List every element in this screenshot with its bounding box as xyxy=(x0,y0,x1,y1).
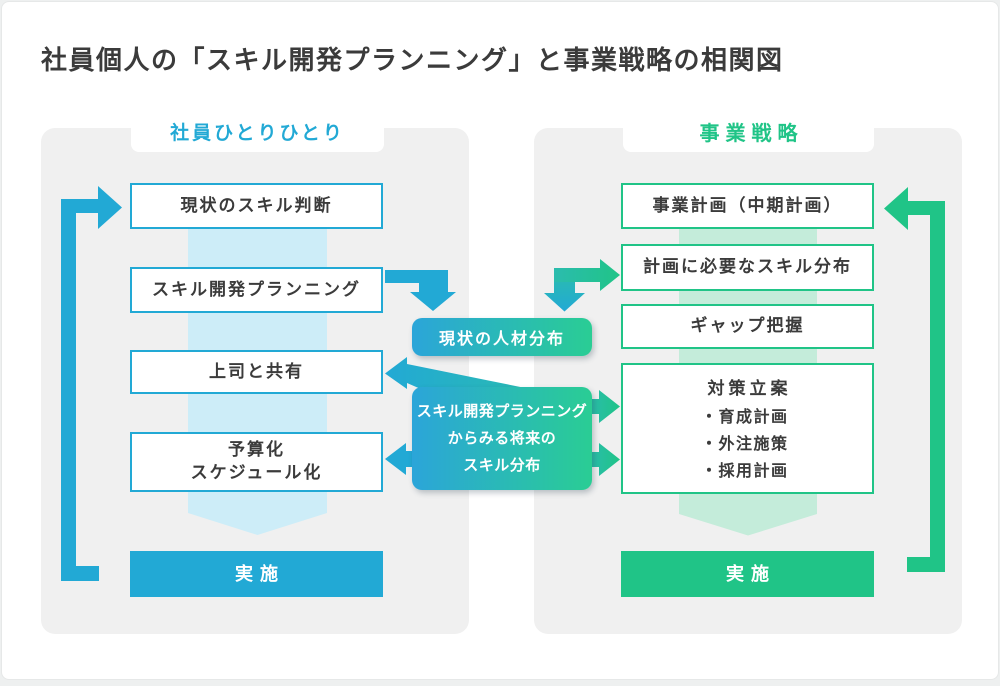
future-box-line3: スキル分布 xyxy=(463,457,541,474)
employee-panel-header-label: 社員ひとりひとり xyxy=(170,123,345,144)
strategy-panel-header: 事業戦略 xyxy=(623,111,874,152)
box-employee-execution: 実施 xyxy=(130,551,383,597)
employee-panel-header: 社員ひとりひとり xyxy=(131,111,384,152)
box-budgeting-line1: 予算化 xyxy=(228,440,285,460)
future-box-line2: からみる将来の xyxy=(447,430,557,447)
countermeasure-item-recruiting: ・採用計画 xyxy=(701,462,789,480)
strategy-panel-header-label: 事業戦略 xyxy=(699,123,804,145)
arrow-future-to-plan-upper-icon xyxy=(588,390,620,423)
countermeasure-title: 対策立案 xyxy=(707,379,792,398)
exchange-arrow-down-icon xyxy=(544,273,585,312)
box-current-skill-assessment: 現状のスキル判断 xyxy=(130,183,383,229)
box-current-talent-distribution: 現状の人材分布 xyxy=(412,318,592,356)
exchange-arrow-right-icon xyxy=(554,259,620,291)
box-business-plan: 事業計画（中期計画） xyxy=(621,183,874,229)
box-gap-analysis: ギャップ把握 xyxy=(621,304,874,349)
box-future-skill-distribution: スキル開発プランニング からみる将来の スキル分布 xyxy=(412,387,592,490)
strategy-loop-arrow-icon xyxy=(884,187,945,572)
future-box-line1: スキル開発プランニング xyxy=(416,403,588,420)
page-title: 社員個人の「スキル開発プランニング」と事業戦略の相関図 xyxy=(41,45,784,75)
box-required-skill-distribution: 計画に必要なスキル分布 xyxy=(621,244,874,291)
employee-loop-arrow-icon xyxy=(61,186,122,581)
arrow-future-to-supervisor-icon xyxy=(385,357,550,393)
box-skill-development-planning: スキル開発プランニング xyxy=(130,267,383,313)
countermeasure-item-training: ・育成計画 xyxy=(701,408,789,426)
countermeasure-items: ・育成計画 ・外注施策 ・採用計画 xyxy=(623,404,872,485)
arrow-future-to-plan-lower-icon xyxy=(588,443,620,476)
arrow-planning-to-current-distribution-icon xyxy=(385,270,456,311)
box-share-with-supervisor: 上司と共有 xyxy=(130,350,383,394)
countermeasure-item-outsourcing: ・外注施策 xyxy=(701,435,789,453)
box-budgeting-line2: スケジュール化 xyxy=(190,463,323,482)
box-countermeasure-planning: 対策立案 ・育成計画 ・外注施策 ・採用計画 xyxy=(621,363,874,494)
arrow-future-to-budget-icon xyxy=(385,443,417,475)
box-strategy-execution: 実施 xyxy=(621,551,874,597)
box-budgeting-scheduling: 予算化 スケジュール化 xyxy=(130,432,383,492)
